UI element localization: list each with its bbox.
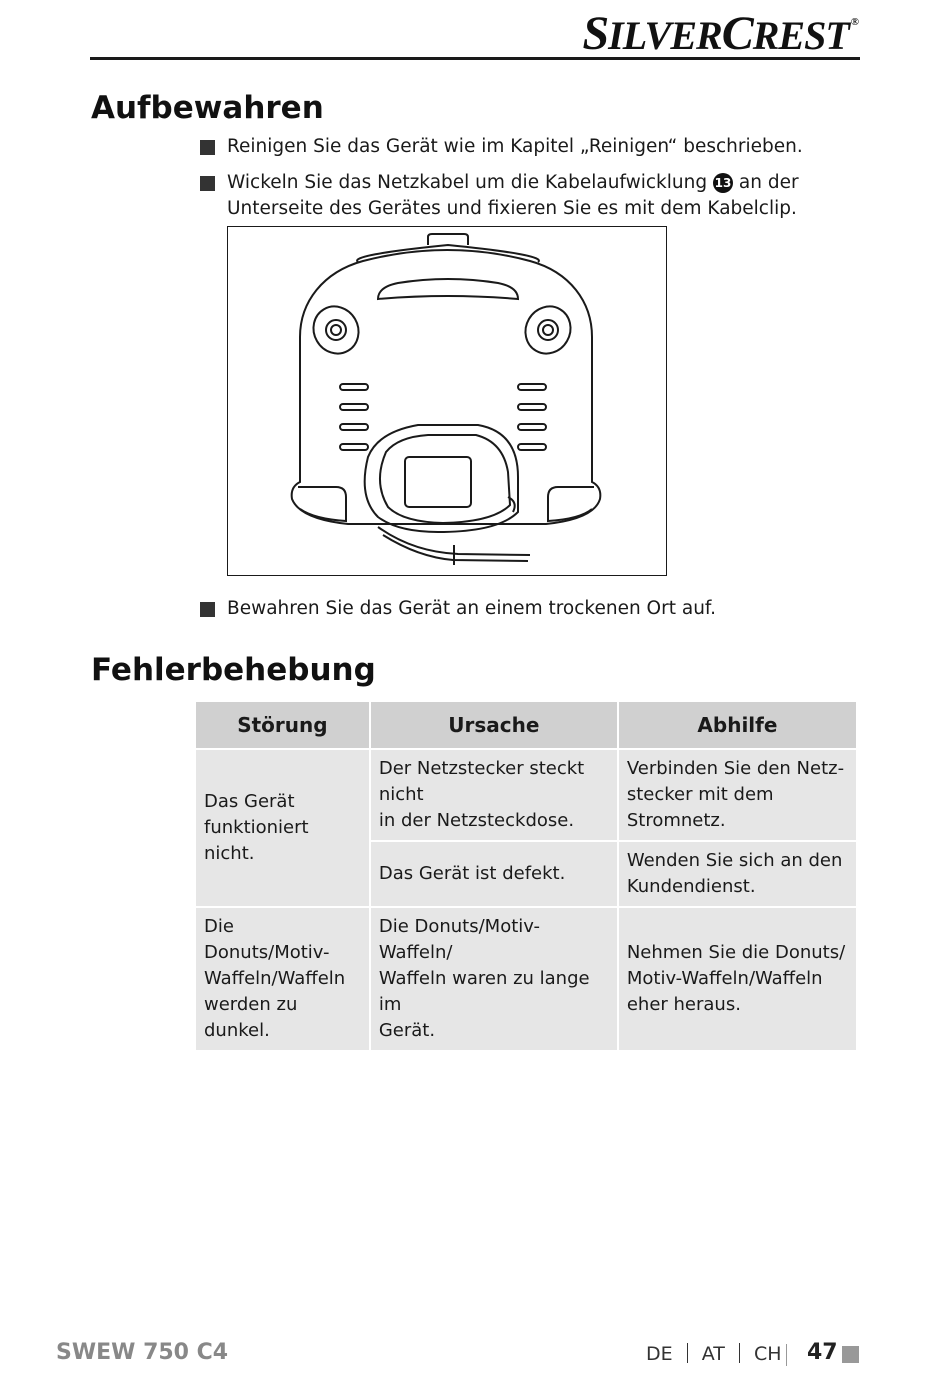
footer-separator [786,1344,787,1366]
problem-cell: Die Donuts/Motiv- Waffeln/Waffeln werden… [194,906,371,1052]
language-at: AT [701,1343,725,1365]
table-row: Das Gerät funktioniert nicht. Der Netzst… [194,748,859,908]
header-rule [90,57,860,60]
bullet-text: Wickeln Sie das Netzkabel um die Kabelau… [227,172,799,219]
language-separator [738,1343,740,1363]
table-row: Die Donuts/Motiv- Waffeln/Waffeln werden… [194,906,859,1052]
device-underside-drawing [290,233,602,565]
cause-cell: Die Donuts/Motiv-Waffeln/ Waffeln waren … [368,906,619,1052]
table-row: Das Gerät ist defekt. Wenden Sie sich an… [195,840,859,908]
column-header-cause: Ursache [368,700,619,750]
bullet-square-icon [200,140,215,155]
bullet-text: Bewahren Sie das Gerät an einem trockene… [227,598,716,619]
cause-cell: Der Netzstecker steckt nicht in der Netz… [368,748,619,842]
footer-model-number: SWEW 750 C4 [56,1340,229,1365]
language-separator [686,1343,688,1363]
cause-cell: Das Gerät ist defekt. [368,840,619,908]
remedy-cell: Verbinden Sie den Netz- stecker mit dem … [616,748,859,842]
registered-mark: ® [850,16,859,28]
bullet-square-icon [200,602,215,617]
table-header-row: Störung Ursache Abhilfe [194,700,859,750]
section-title-troubleshooting: Fehlerbehebung [91,652,376,688]
bullet-square-icon [200,176,215,191]
column-header-problem: Störung [194,700,371,750]
page-number: 47 [807,1340,838,1365]
footer-square-icon [842,1346,859,1363]
remedy-cell: Wenden Sie sich an den Kundendienst. [616,840,859,908]
device-underside-illustration [227,226,667,576]
language-de: DE [646,1343,673,1365]
remedy-cell: Nehmen Sie die Donuts/ Motiv-Waffeln/Waf… [616,906,859,1052]
footer-languages: DE AT CH [646,1343,782,1365]
reference-number-icon: 13 [713,173,733,193]
brand-logo: SILVERCREST® [582,7,859,60]
troubleshooting-table: Störung Ursache Abhilfe Das Gerät funkti… [194,700,859,1052]
bullet-text: Reinigen Sie das Gerät wie im Kapitel „R… [227,136,803,157]
problem-cell: Das Gerät funktioniert nicht. [194,748,371,908]
column-header-remedy: Abhilfe [616,700,859,750]
language-ch: CH [753,1343,782,1365]
section-title-storage: Aufbewahren [91,90,324,126]
